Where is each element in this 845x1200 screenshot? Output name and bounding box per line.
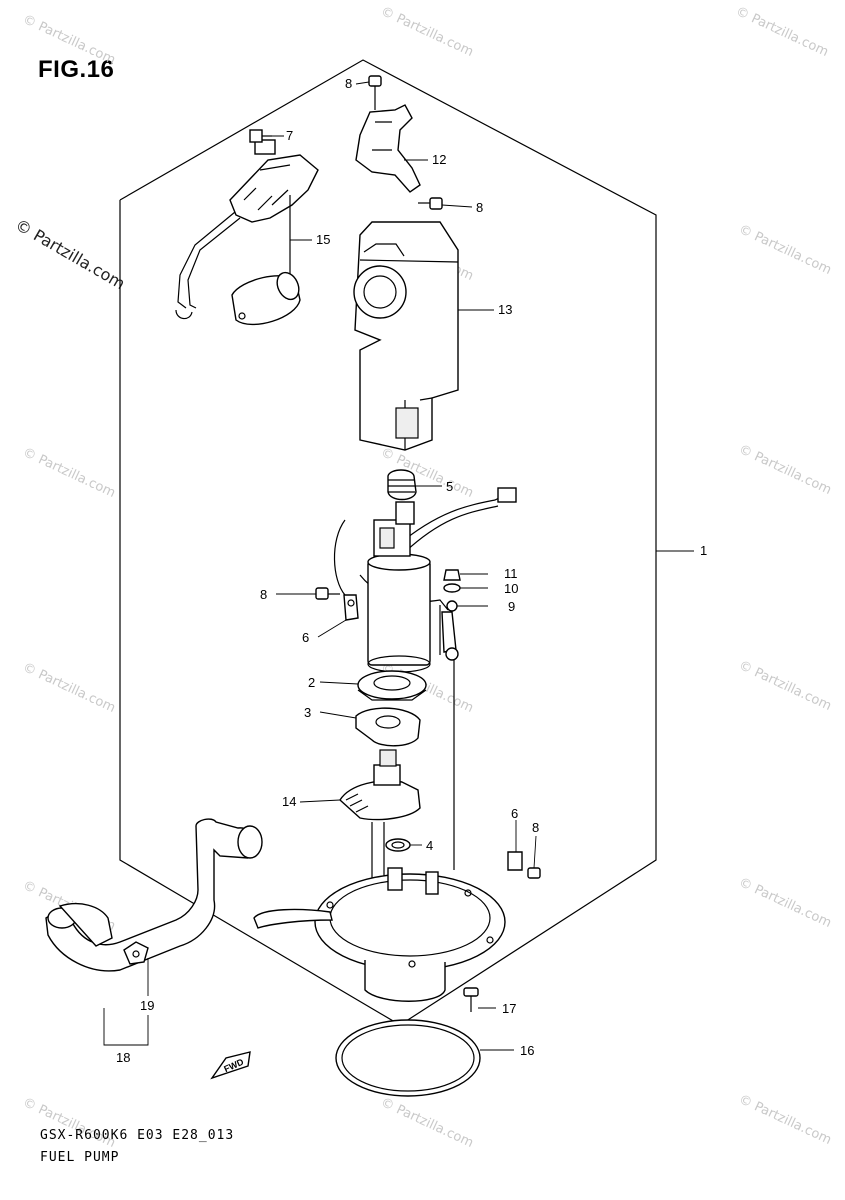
callout-8: 8 [260,587,267,602]
watermark-text: © Partzilla.com [736,875,833,931]
callout-8: 8 [476,200,483,215]
assembly-outline [119,59,657,1026]
watermark-side-text: © Partzilla.com [12,215,128,293]
callout-15: 15 [316,232,330,247]
cushion-part-3 [355,707,421,747]
clamp-part-6-right [507,851,523,871]
watermark-text: © Partzilla.com [736,442,833,498]
callout-17: 17 [502,1001,516,1016]
fuel-level-gauge-part-15 [175,139,319,326]
pump-holder-part-13 [353,221,459,451]
callout-9: 9 [508,599,515,614]
watermark-text: © Partzilla.com [736,222,833,278]
gauge-float [231,271,301,326]
callout-11: 11 [504,566,518,581]
callout-13: 13 [498,302,512,317]
callout-18: 18 [116,1050,130,1065]
callout-5: 5 [446,479,453,494]
fuel-strainer-part-14 [339,749,421,821]
bolt-part-17 [463,987,479,1012]
callout-7: 7 [286,128,293,143]
screw-part-8-right [527,867,541,879]
callout-2: 2 [308,675,315,690]
fuel-hose-part-18 [45,818,263,972]
rubber-damper-part-5 [387,469,417,501]
watermark-text: © Partzilla.com [378,1095,475,1151]
figure-title: FIG.16 [38,56,115,83]
callout-8: 8 [532,820,539,835]
ground-lead [441,611,459,870]
callout-1: 1 [700,543,707,558]
bracket-part-12 [355,104,421,193]
callout-8: 8 [345,76,352,91]
callout-14: 14 [282,794,296,809]
washer-part-10 [443,583,461,593]
pump-base-plate [253,822,506,1002]
o-ring-part-4 [385,838,411,852]
terminal-part-9 [446,600,458,612]
bracket-line-18 [103,1008,149,1046]
holder-ring-part-2 [357,670,427,701]
bolt-part-8-mid [418,197,443,210]
terminal-nut-part-11 [443,569,461,581]
callout-6: 6 [302,630,309,645]
screw-part-8-left [315,587,340,600]
figure-name: FUEL PUMP [40,1150,120,1165]
gasket-part-16 [335,1019,481,1097]
callout-19: 19 [140,998,154,1013]
hose-clamp-part-19 [123,941,149,965]
watermark-text: © Partzilla.com [736,658,833,714]
watermark-text: © Partzilla.com [20,445,117,501]
callout-12: 12 [432,152,446,167]
callout-16: 16 [520,1043,534,1058]
callout-6: 6 [511,806,518,821]
leader-lines [147,81,694,1051]
watermark-text: © Partzilla.com [20,12,117,68]
callout-labels: 1 2 3 4 5 6 6 7 8 8 8 8 9 10 11 12 13 14… [116,76,707,1065]
figure-code: GSX-R600K6 E03 E28_013 [40,1128,235,1143]
callout-4: 4 [426,838,433,853]
callout-10: 10 [504,581,518,596]
callout-3: 3 [304,705,311,720]
forward-arrow-icon: FWD [210,1051,251,1080]
watermark-text: © Partzilla.com [733,4,830,60]
bolt-part-8-top [368,75,382,110]
watermark-text: © Partzilla.com [736,1092,833,1148]
watermark-text: © Partzilla.com [20,660,117,716]
wire-clamp-part-6-left [343,594,359,621]
fuel-pump-motor [367,501,431,673]
watermark-text: © Partzilla.com [378,4,475,60]
